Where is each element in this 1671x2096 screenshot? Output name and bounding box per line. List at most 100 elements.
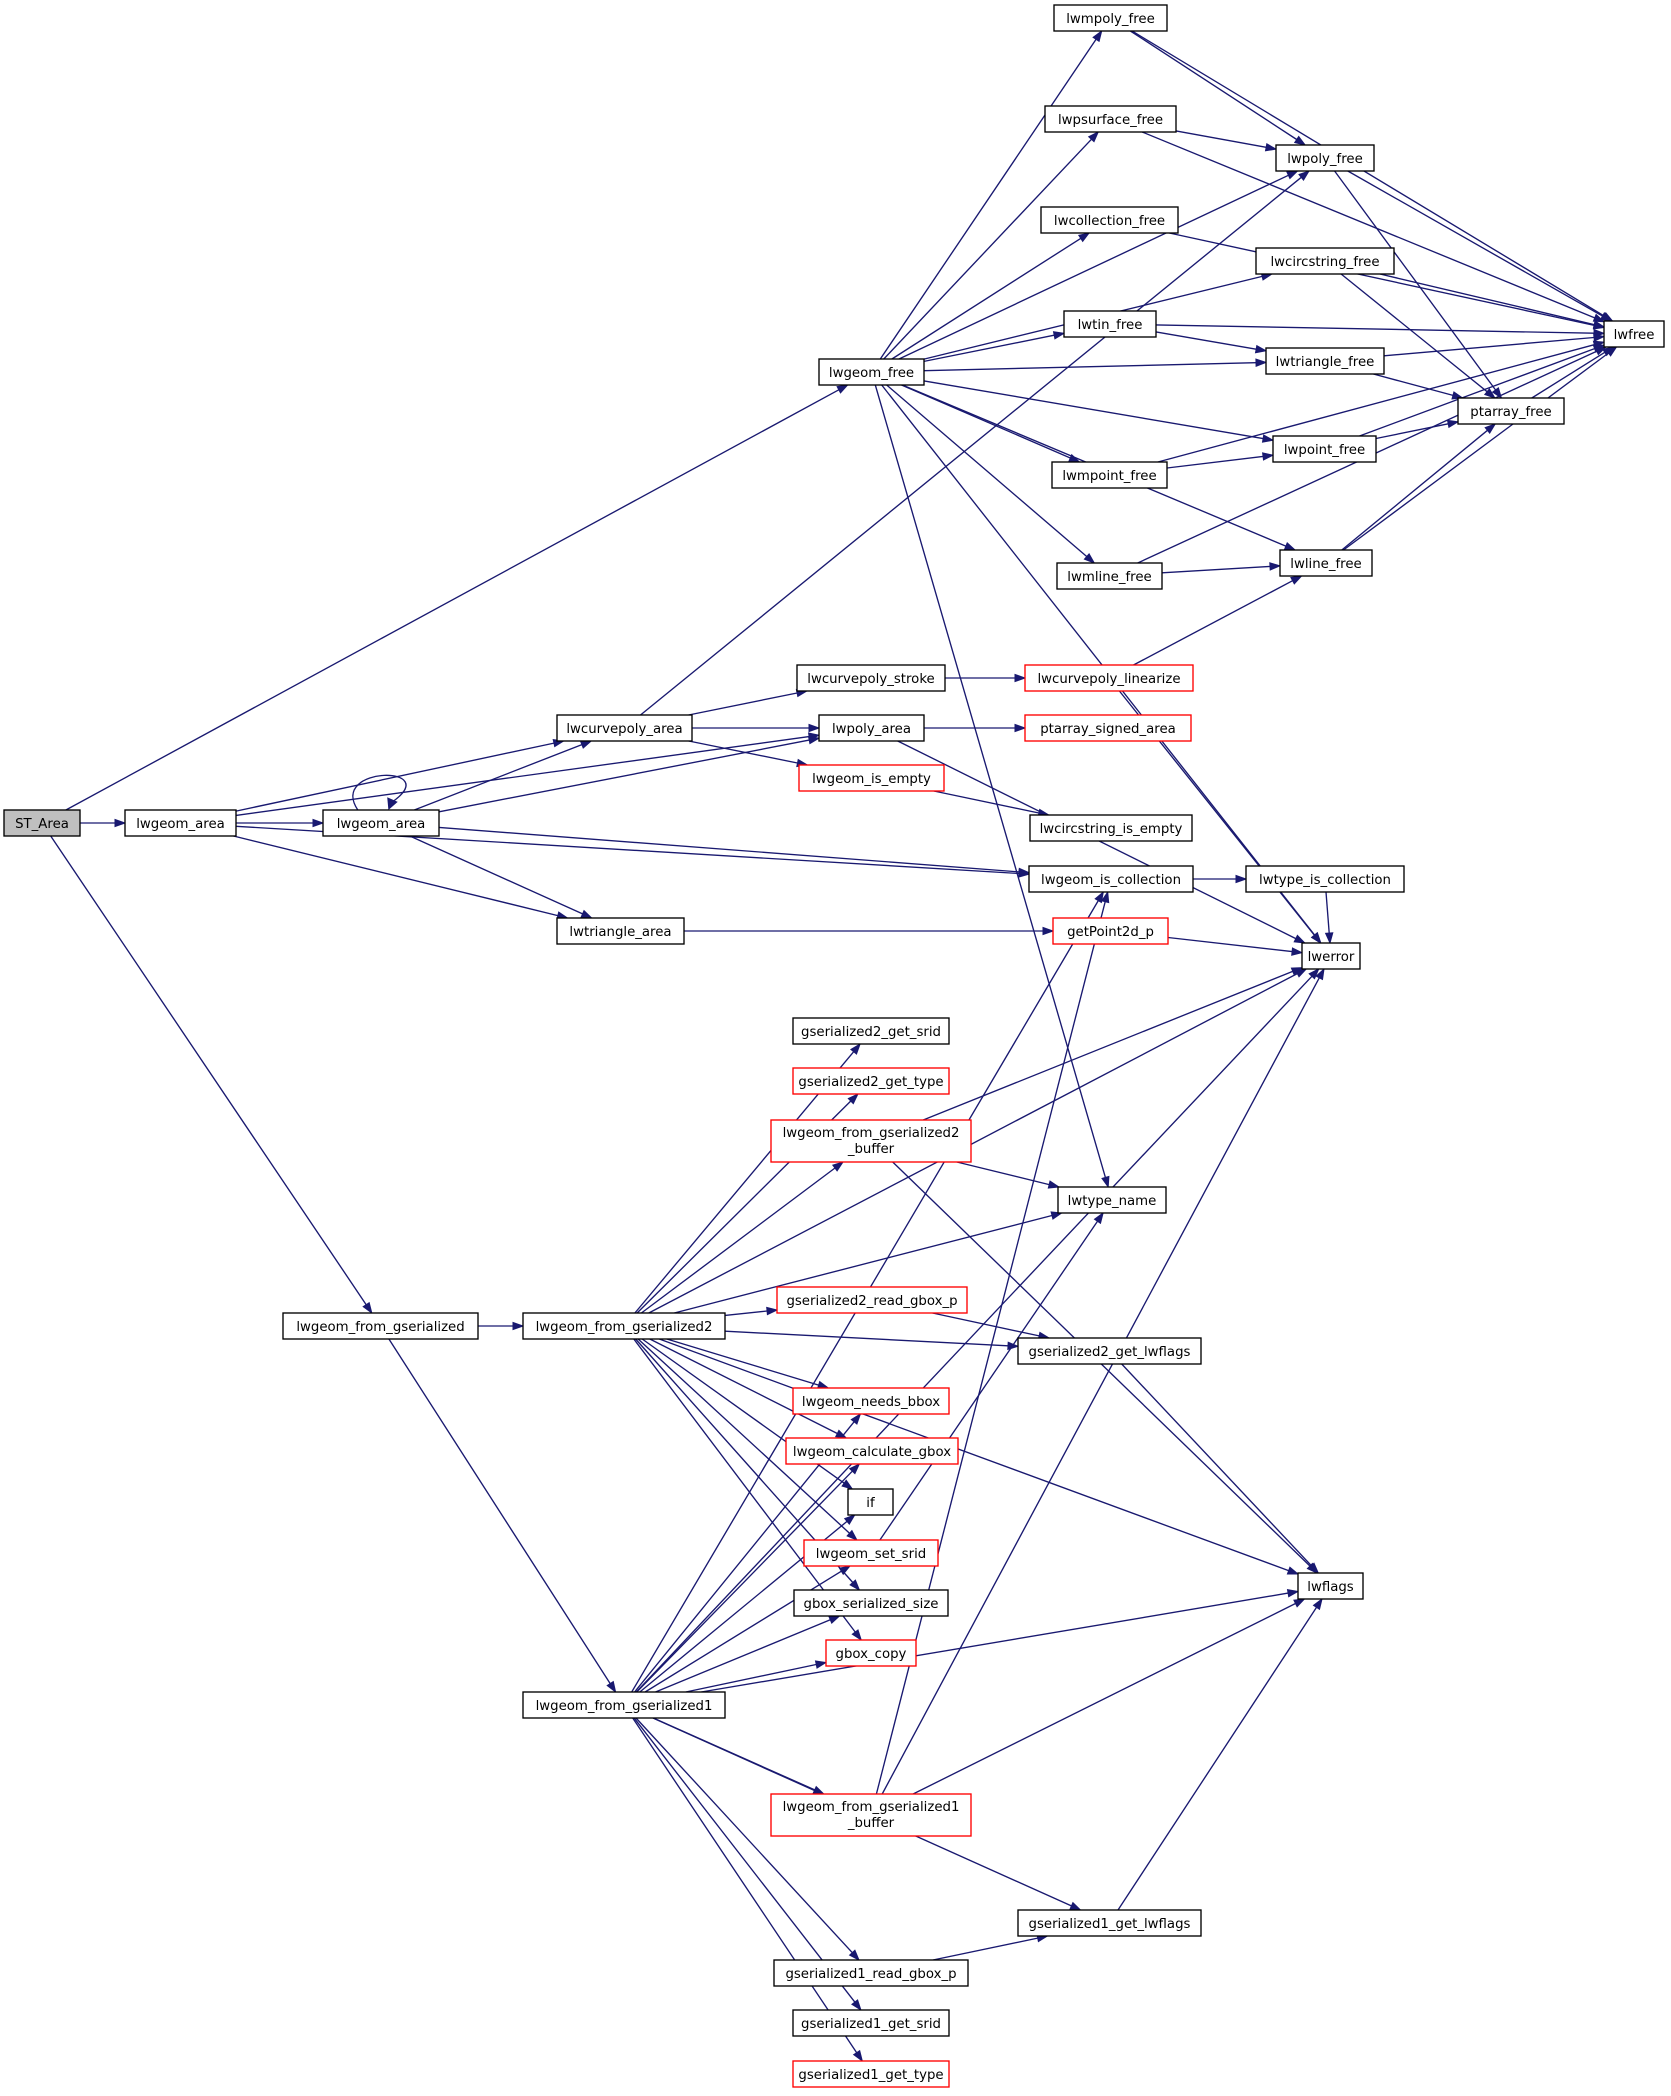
- edge-st_area-to-lwgeom_free: [65, 384, 849, 811]
- node-label: gserialized2_read_gbox_p: [786, 1294, 957, 1309]
- node-ptarray-signed-area[interactable]: ptarray_signed_area: [1024, 714, 1192, 742]
- node-box: [556, 917, 685, 945]
- node-label: lwtin_free: [1078, 318, 1143, 333]
- node-label: lwcollection_free: [1054, 214, 1165, 229]
- node-lwerror[interactable]: lwerror: [1301, 942, 1361, 970]
- node-gserialized2-get-type[interactable]: gserialized2_get_type: [792, 1067, 950, 1095]
- edge-lwgeom_from_gserialized2_buffer-to-lwtype_name: [956, 1161, 1061, 1189]
- node-gserialized1-get-lwflags[interactable]: gserialized1_get_lwflags: [1017, 1909, 1202, 1937]
- node-label: gbox_serialized_size: [804, 1597, 939, 1612]
- node-lwmline-free[interactable]: lwmline_free: [1056, 562, 1163, 590]
- edge-lwgeom_from_gserialized1-to-gserialized1_read_gbox_p: [635, 1717, 860, 1962]
- node-gbox-copy[interactable]: gbox_copy: [825, 1639, 917, 1667]
- node-box: [792, 1387, 950, 1415]
- node-gserialized2-get-lwflags[interactable]: gserialized2_get_lwflags: [1017, 1337, 1202, 1365]
- node-label: gserialized2_get_type: [798, 1075, 943, 1090]
- node-box: [770, 1793, 972, 1837]
- node-lwcircstring-free[interactable]: lwcircstring_free: [1255, 247, 1395, 275]
- node-lwgeom-from-gserialized2-buffer[interactable]: lwgeom_from_gserialized2_buffer: [770, 1119, 972, 1163]
- node-lwgeom-needs-bbox[interactable]: lwgeom_needs_bbox: [792, 1387, 950, 1415]
- node-label: lwgeom_needs_bbox: [802, 1395, 940, 1410]
- node-box: [773, 1959, 969, 1987]
- node-label: gserialized1_get_lwflags: [1029, 1917, 1191, 1932]
- node-lwtriangle-area[interactable]: lwtriangle_area: [556, 917, 685, 945]
- node-box: [282, 1312, 479, 1340]
- node-lwpsurface-free[interactable]: lwpsurface_free: [1044, 105, 1177, 133]
- node-lwgeom-from-gserialized1[interactable]: lwgeom_from_gserialized1: [522, 1691, 726, 1719]
- node-lwgeom-area-2[interactable]: lwgeom_area: [322, 809, 440, 837]
- node-gbox-serialized-size[interactable]: gbox_serialized_size: [793, 1589, 949, 1617]
- node-label: lwtriangle_area: [569, 925, 671, 940]
- node-label: gserialized1_read_gbox_p: [785, 1967, 956, 1982]
- edge-lwgeom_from_gserialized2-to-lwgeom_set_srid: [637, 1338, 858, 1542]
- node-lwmpoly-free[interactable]: lwmpoly_free: [1053, 4, 1168, 32]
- node-box: [792, 1067, 950, 1095]
- node-lwtriangle-free[interactable]: lwtriangle_free: [1265, 347, 1385, 375]
- node-lwgeom-free[interactable]: lwgeom_free: [818, 358, 925, 386]
- node-box: [1245, 865, 1405, 893]
- node-lwpoly-area[interactable]: lwpoly_area: [818, 714, 925, 742]
- node-lwpoint-free[interactable]: lwpoint_free: [1272, 435, 1377, 463]
- edge-lwpsurface_free-to-lwfree: [1141, 131, 1606, 323]
- node-lwgeom-from-gserialized1-buffer[interactable]: lwgeom_from_gserialized1_buffer: [770, 1793, 972, 1837]
- node-label: lwpoly_area: [832, 722, 911, 737]
- node-st-area: ST_Area: [3, 809, 81, 837]
- node-lwcollection-free[interactable]: lwcollection_free: [1040, 206, 1179, 234]
- node-lwgeom-calculate-gbox[interactable]: lwgeom_calculate_gbox: [785, 1437, 959, 1465]
- node-label: lwfree: [1614, 328, 1655, 343]
- node-label: getPoint2d_p: [1067, 925, 1154, 940]
- node-lwmpoint-free[interactable]: lwmpoint_free: [1051, 461, 1168, 489]
- node-box: [1024, 664, 1194, 692]
- edge-lwgeom_free-to-lwcollection_free: [891, 232, 1091, 360]
- edge-lwpoint_free-to-lwfree: [1359, 344, 1606, 437]
- node-box: [785, 1437, 959, 1465]
- node-gserialized2-get-srid[interactable]: gserialized2_get_srid: [792, 1017, 950, 1045]
- node-box: [322, 809, 440, 837]
- node-label: lwgeom_area: [337, 817, 426, 832]
- node-lwgeom-is-empty[interactable]: lwgeom_is_empty: [798, 764, 945, 792]
- node-lwgeom-set-srid[interactable]: lwgeom_set_srid: [803, 1539, 939, 1567]
- node-lwgeom-from-gserialized2[interactable]: lwgeom_from_gserialized2: [522, 1312, 726, 1340]
- node-box: [1051, 461, 1168, 489]
- node-ptarray-free[interactable]: ptarray_free: [1457, 397, 1565, 425]
- node-gserialized1-get-srid[interactable]: gserialized1_get_srid: [792, 2009, 950, 2037]
- node-box: [1029, 814, 1193, 842]
- node-gserialized1-read-gbox-p[interactable]: gserialized1_read_gbox_p: [773, 1959, 969, 1987]
- node-box: [556, 714, 693, 742]
- edge-lwtype_is_collection-to-lwerror: [1324, 891, 1334, 945]
- edge-st_area-to-lwgeom_area_1: [79, 818, 127, 828]
- node-lwtype-is-collection[interactable]: lwtype_is_collection: [1245, 865, 1405, 893]
- node-lwcurvepoly-linearize[interactable]: lwcurvepoly_linearize: [1024, 664, 1194, 692]
- node-gserialized2-read-gbox-p[interactable]: gserialized2_read_gbox_p: [776, 1286, 968, 1314]
- node-box: [1040, 206, 1179, 234]
- node-label: if: [866, 1496, 875, 1511]
- node-box: [818, 714, 925, 742]
- node-label: lwmpoint_free: [1062, 469, 1156, 484]
- node-label: lwgeom_area: [136, 817, 225, 832]
- node-lwcurvepoly-area[interactable]: lwcurvepoly_area: [556, 714, 693, 742]
- node-lwgeom-area-1[interactable]: lwgeom_area: [124, 809, 237, 837]
- node-lwcurvepoly-stroke[interactable]: lwcurvepoly_stroke: [796, 664, 946, 692]
- node-label: lwcurvepoly_stroke: [807, 672, 934, 687]
- node-lwpoly-free[interactable]: lwpoly_free: [1275, 144, 1375, 172]
- node-gserialized1-get-type[interactable]: gserialized1_get_type: [792, 2060, 950, 2088]
- node-label-line2: _buffer: [847, 1142, 895, 1157]
- edge-lwgeom_set_srid-to-lwtype_name: [879, 1211, 1104, 1541]
- node-lwflags[interactable]: lwflags: [1297, 1572, 1364, 1600]
- node-box: [1275, 144, 1375, 172]
- edges-layer: [50, 29, 1618, 2063]
- node-lwgeom-is-collection[interactable]: lwgeom_is_collection: [1028, 865, 1194, 893]
- node-lwgeom-from-gserialized[interactable]: lwgeom_from_gserialized: [282, 1312, 479, 1340]
- node-if[interactable]: if: [847, 1488, 894, 1516]
- edge-lwgeom_is_empty-to-lwcircstring_is_empty: [933, 790, 1051, 818]
- edge-lwgeom_from_gserialized-to-lwgeom_from_gserialized2: [478, 1321, 525, 1331]
- node-lwtype-name[interactable]: lwtype_name: [1057, 1186, 1167, 1214]
- node-getpoint2d-p[interactable]: getPoint2d_p: [1052, 917, 1169, 945]
- edge-lwcurvepoly_area-to-lwpoly_free: [640, 170, 1311, 716]
- edge-lwpoly_free-to-lwfree: [1347, 170, 1613, 322]
- node-lwline-free[interactable]: lwline_free: [1279, 549, 1373, 577]
- node-lwfree[interactable]: lwfree: [1603, 320, 1665, 348]
- node-lwcircstring-is-empty[interactable]: lwcircstring_is_empty: [1029, 814, 1193, 842]
- node-box: [1044, 105, 1177, 133]
- node-lwtin-free[interactable]: lwtin_free: [1063, 310, 1157, 338]
